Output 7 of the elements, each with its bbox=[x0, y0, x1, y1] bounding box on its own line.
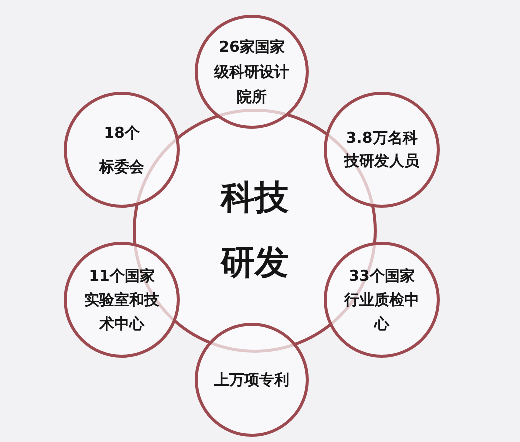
circle-label: 3.8万名科技研发人员 bbox=[343, 128, 420, 172]
circle-label: 11个国家实验室和技术中心 bbox=[84, 266, 160, 335]
circle-label: 18个标委会 bbox=[98, 123, 146, 178]
circle-label: 上万项专利 bbox=[214, 370, 290, 391]
circle-label: 26家国家级科研设计院所 bbox=[213, 36, 290, 108]
circle-label: 33个国家行业质检中心 bbox=[343, 266, 420, 335]
center-label: 科技研发 bbox=[219, 177, 290, 285]
